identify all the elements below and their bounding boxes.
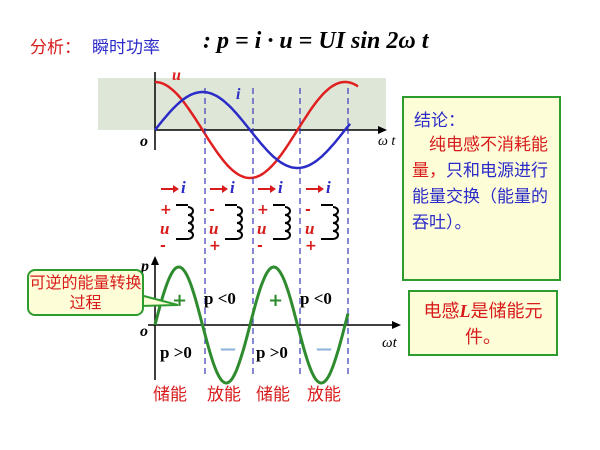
coil-current-label: i — [230, 178, 235, 197]
conclusion-box: 结论： 纯电感不消耗能量，只和电源进行能量交换（能量的吞吐）。 — [402, 96, 561, 281]
coil-voltage-label: u — [305, 219, 314, 238]
phase-label-2: 放能 — [207, 385, 241, 405]
coil-sign-top: - — [209, 202, 215, 218]
conclusion-line-2: 只和电源进行能量交换（能量的吞吐）。 — [412, 161, 548, 233]
conclusion-body: 纯电感不消耗能量，只和电源进行能量交换（能量的吞吐）。 — [412, 132, 558, 236]
conclusion-line-1: 纯电感不消耗能量， — [412, 135, 548, 181]
p-negative-1: p <0 — [204, 289, 236, 308]
power-origin: o — [140, 323, 148, 340]
coil-sign-bottom: - — [160, 238, 166, 254]
phase-label-3: 储能 — [256, 385, 290, 405]
power-curve — [153, 265, 350, 385]
minus-sign-2: — — [316, 339, 332, 358]
current-arrowhead — [173, 185, 179, 193]
storage-text-1: 电感 — [423, 301, 460, 322]
power-formula: : p = i · u = UI sin 2ω t — [203, 28, 429, 54]
plus-sign-2: + — [268, 290, 283, 311]
i-label: i — [236, 86, 241, 103]
coil-sign-bottom: + — [305, 238, 317, 254]
phase-label-1: 储能 — [153, 385, 187, 405]
power-x-axis-label: ωt — [382, 335, 398, 351]
current-arrowhead — [222, 185, 228, 193]
storage-text-2: 是储能元件。 — [465, 301, 543, 348]
coil-sign-bottom: + — [209, 238, 221, 254]
inductor-coil — [225, 204, 243, 240]
waveform-panel — [98, 78, 386, 130]
coil-sign-top: - — [305, 202, 311, 218]
conclusion-heading: 结论： — [414, 111, 465, 131]
coil-current-label: i — [278, 178, 283, 197]
p-positive-2: p >0 — [256, 343, 288, 362]
coil-sign-top: + — [257, 202, 269, 218]
inductor-coil-row: i+u-i-u+i+u-i-u+ — [160, 178, 339, 254]
power-axis-label: p — [139, 258, 149, 275]
power-y-arrow — [151, 256, 159, 265]
reversible-energy-callout: 可逆的能量转换过程 — [27, 269, 144, 316]
p-positive-1: p >0 — [160, 343, 192, 362]
waveform-axis-label: ω t — [378, 134, 396, 149]
minus-sign-1: — — [220, 339, 236, 358]
plus-sign-1: + — [172, 290, 187, 311]
coil-voltage-label: u — [257, 219, 266, 238]
waveform-origin: o — [140, 133, 148, 150]
coil-sign-bottom: - — [257, 238, 263, 254]
inductor-symbol: L — [459, 301, 471, 321]
coil-voltage-label: u — [209, 219, 218, 238]
inductor-coil — [321, 204, 339, 240]
u-label: u — [172, 67, 181, 84]
inductor-coil — [273, 204, 291, 240]
inductor-coil — [176, 204, 194, 240]
voltage-curve — [154, 80, 359, 180]
p-negative-2: p <0 — [300, 289, 332, 308]
title-name: 瞬时功率 — [92, 38, 160, 58]
current-arrowhead — [318, 185, 324, 193]
storage-element-box: 电感L是储能元件。 — [408, 290, 558, 356]
title-prefix: 分析： — [30, 38, 81, 58]
phase-label-4: 放能 — [307, 385, 341, 405]
waveform-x-arrow — [378, 126, 387, 134]
power-x-arrow — [392, 321, 401, 329]
coil-current-label: i — [326, 178, 331, 197]
quarter-period-guides — [204, 88, 349, 378]
current-arrowhead — [270, 185, 276, 193]
coil-current-label: i — [181, 178, 186, 197]
coil-voltage-label: u — [160, 219, 169, 238]
coil-sign-top: + — [160, 202, 172, 218]
